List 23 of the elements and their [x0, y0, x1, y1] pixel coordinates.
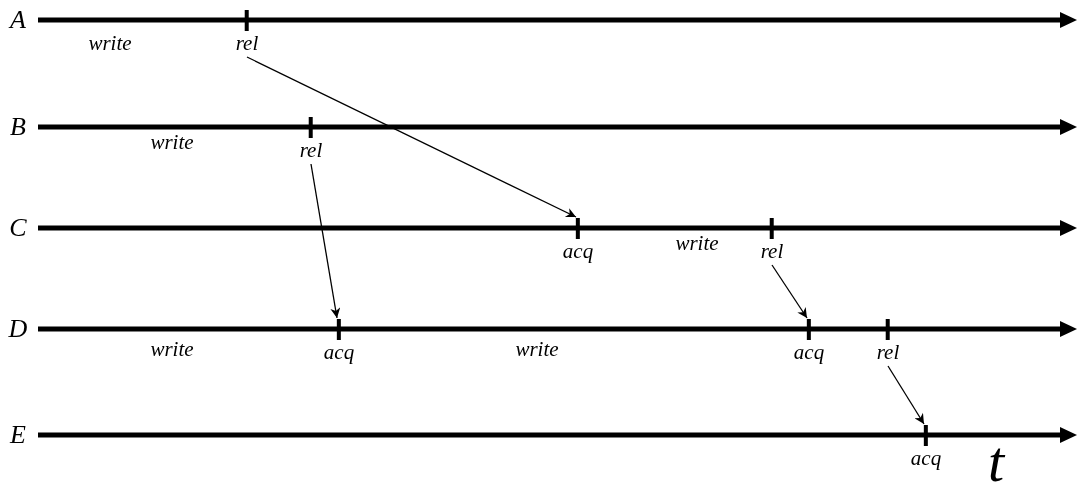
event-tick: rel: [760, 218, 784, 261]
arrow: [310, 163, 341, 319]
process-label: E: [10, 422, 26, 448]
arrow: [887, 365, 925, 425]
event-tick: acq: [562, 218, 594, 261]
event-tick: acq: [793, 319, 825, 362]
event-tick: acq: [323, 319, 355, 362]
operation-label: write: [150, 131, 194, 153]
arrow: [246, 56, 577, 218]
process-label: A: [10, 7, 26, 33]
event-tick: rel: [876, 319, 900, 362]
operation-label: write: [150, 338, 194, 360]
operation-label: write: [675, 232, 719, 254]
operation-label: write: [88, 32, 132, 54]
process-label: B: [10, 114, 26, 140]
process-label: D: [8, 316, 28, 342]
arrow: [771, 264, 808, 319]
event-tick: acq: [910, 425, 942, 468]
event-tick: rel: [235, 10, 259, 53]
operation-label: write: [515, 338, 559, 360]
time-axis-label: t: [987, 433, 1005, 482]
event-tick: rel: [299, 117, 323, 160]
process-label: C: [9, 215, 27, 241]
